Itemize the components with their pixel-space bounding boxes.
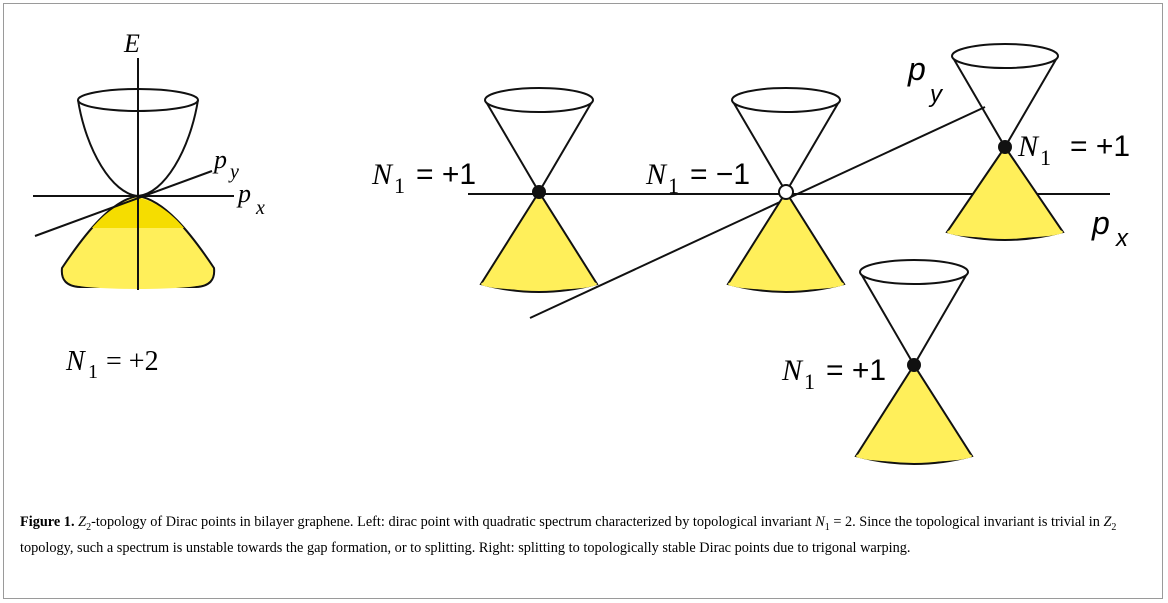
left-quadratic-dirac-point: E p y p x N 1 = +2 (33, 29, 265, 383)
left-py-label: p (212, 145, 227, 174)
z2-symbol: Z (78, 514, 87, 530)
left-py-subscript: y (228, 161, 239, 183)
n1-subscript: 1 (824, 521, 830, 533)
figure-diagram: E p y p x N 1 = +2 p y p x N 1 = +1 N 1 (33, 29, 1130, 465)
lower-cone-rim (856, 450, 972, 462)
z2-symbol-2: Z (1103, 514, 1112, 530)
invariant-label: N (645, 158, 668, 191)
z2-subscript-2: 2 (1111, 521, 1117, 533)
upper-cone-rim (484, 87, 594, 113)
invariant-label: N (371, 158, 394, 191)
left-px-label: p (236, 179, 251, 208)
caption-text-part1: -topology of Dirac points in bilayer gra… (91, 514, 816, 530)
right-px-label: p (1091, 205, 1110, 241)
left-invariant-label: N (65, 346, 86, 377)
py-axis-line (34, 170, 213, 237)
figure-label: Figure 1. (20, 514, 75, 530)
lower-cone-rim (728, 278, 844, 290)
right-py-label: p (907, 51, 926, 87)
invariant-subscript: 1 (1040, 145, 1051, 170)
left-px-subscript: x (255, 197, 265, 219)
upper-cone (859, 271, 969, 367)
lower-cone (479, 190, 599, 293)
right-px-subscript: x (1115, 225, 1129, 252)
lower-cone-rim (481, 278, 597, 290)
upper-cone (484, 99, 594, 194)
dirac-cone-4: N 1 = +1 (781, 259, 974, 465)
left-invariant-subscript: 1 (88, 361, 98, 383)
caption-text-eq: = 2. Since the topological invariant is … (829, 514, 1104, 530)
figure-caption: Figure 1. Z2-topology of Dirac points in… (20, 512, 1150, 559)
upper-cone-rim (859, 259, 969, 285)
invariant-subscript: 1 (394, 173, 405, 198)
invariant-value: = −1 (690, 158, 750, 191)
lower-cone (726, 190, 846, 293)
left-invariant-value: = +2 (106, 346, 159, 377)
lower-cone-rim (947, 226, 1063, 238)
invariant-value: = +1 (416, 158, 476, 191)
dirac-cone-3: N 1 = +1 (945, 43, 1130, 241)
invariant-label: N (1017, 130, 1040, 163)
dirac-cone-1: N 1 = +1 (371, 87, 599, 293)
upper-cone-rim (731, 87, 841, 113)
upper-cone (951, 55, 1059, 149)
dirac-point-filled (998, 140, 1012, 154)
right-py-axis-line (529, 106, 986, 319)
invariant-label: N (781, 354, 804, 387)
energy-axis-label: E (123, 29, 140, 58)
invariant-subscript: 1 (668, 173, 679, 198)
dirac-point-filled (907, 358, 921, 372)
invariant-value: = +1 (1070, 130, 1130, 163)
dirac-cone-2: N 1 = −1 (645, 87, 846, 293)
right-py-subscript: y (928, 81, 944, 108)
invariant-subscript: 1 (804, 369, 815, 394)
z2-subscript: 2 (86, 521, 92, 533)
dirac-point-filled (532, 185, 546, 199)
upper-cone-rim (951, 43, 1059, 69)
caption-text-part2: topology, such a spectrum is unstable to… (20, 539, 911, 556)
invariant-value: = +1 (826, 354, 886, 387)
n1-symbol: N (815, 514, 825, 530)
dirac-point-open (778, 184, 794, 200)
